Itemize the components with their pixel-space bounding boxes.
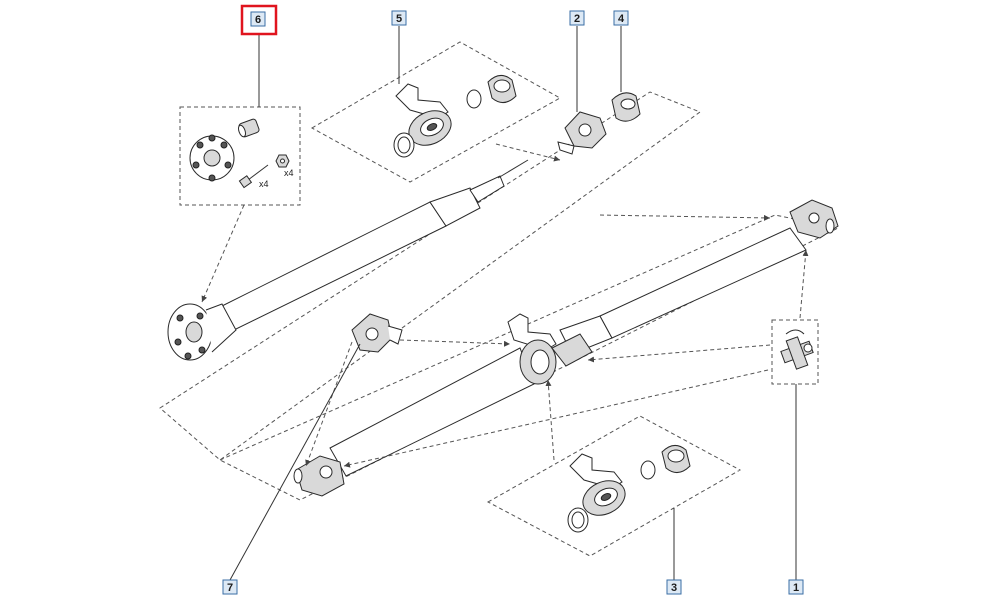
callout-5[interactable]: 5 [391,10,407,26]
detail-box-universal-joint-cross [771,319,819,385]
bolt-quantity-label: x4 [259,179,269,189]
callout-6[interactable]: 6 [240,4,278,36]
front-universal-joint [293,455,345,497]
rear-shaft-assembly-boundary [159,91,702,461]
callout-7-label: 7 [227,582,233,594]
callout-4[interactable]: 4 [613,10,629,26]
bearing-washer [466,89,482,109]
flange-yoke-rear [557,111,607,155]
front-propshaft [293,199,839,497]
coupling-sleeve [238,118,260,138]
callout-2-label: 2 [574,13,580,25]
rear-universal-joint [789,199,839,239]
bearing-bracket-lower [569,453,626,516]
bearing-seal-ring-lower [567,507,589,533]
coupling-bolt [238,164,269,189]
shaft-flex-coupling [167,303,237,361]
bearing-bushing-lower [661,445,691,473]
front-shaft-assembly-boundary [218,214,840,501]
shaft-center-bearing [507,313,593,385]
rear-propshaft [167,159,529,361]
detail-box-center-bearing-lower [486,415,742,557]
detail-box-center-bearing-upper [310,41,562,183]
callout-7[interactable]: 7 [222,579,238,595]
coupling-nut [275,154,290,168]
callout-5-label: 5 [396,13,402,25]
detail-box-flex-coupling: x4 x4 [179,106,301,206]
nut-quantity-label: x4 [284,168,294,178]
assembly-arrows [201,143,809,468]
callout-2[interactable]: 2 [569,10,585,26]
flange-yoke-front [351,313,403,353]
bearing-bushing [487,75,517,103]
flex-coupling-disc [189,134,235,182]
callout-6-label: 6 [255,14,261,26]
bearing-washer-lower [640,460,656,480]
callout-4-label: 4 [618,13,625,25]
rubber-bushing [611,92,641,122]
bearing-bracket [395,83,452,146]
leader-lines [229,26,797,581]
callout-3-label: 3 [671,582,677,594]
callout-1-label: 1 [793,582,799,594]
universal-joint-cross [780,336,814,370]
bearing-seal-ring [393,132,415,158]
callout-1[interactable]: 1 [788,579,804,595]
callout-3[interactable]: 3 [666,579,682,595]
